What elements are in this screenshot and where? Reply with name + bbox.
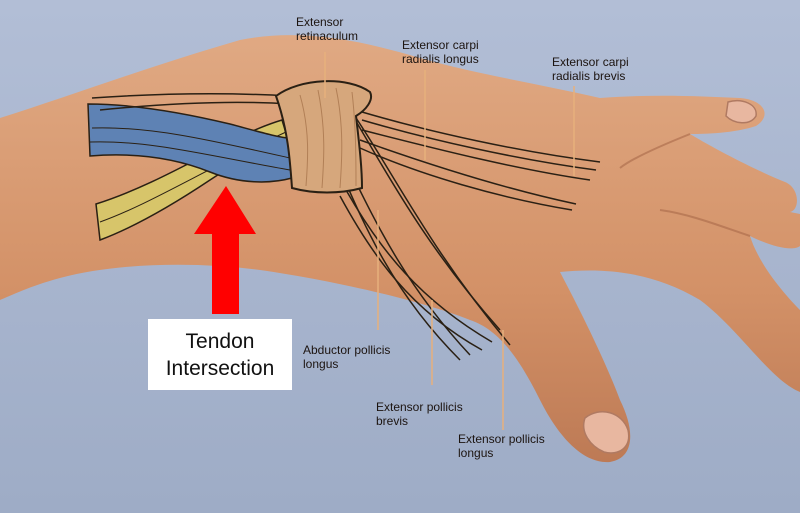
label-extensor-pollicis-longus: Extensor pollicis longus — [458, 432, 545, 460]
thumb-nail — [583, 411, 630, 454]
tendon-intersection-callout: Tendon Intersection — [148, 319, 292, 390]
label-extensor-pollicis-brevis: Extensor pollicis brevis — [376, 400, 463, 428]
upper-tendon-2 — [99, 101, 291, 111]
blue-tendon-fiber — [91, 127, 291, 159]
finger-crease — [619, 133, 691, 169]
blue-tendon-fiber-2 — [89, 141, 291, 171]
finger-nail — [725, 100, 757, 124]
leader-lines — [324, 52, 575, 430]
label-abductor-pollicis-longus: Abductor pollicis longus — [303, 343, 391, 371]
red-up-arrow — [194, 186, 256, 314]
label-extensor-carpi-radialis-longus: Extensor carpi radialis longus — [402, 38, 479, 66]
finger-crease-2 — [659, 209, 751, 237]
label-extensor-retinaculum: Extensor retinaculum — [296, 15, 359, 43]
upper-tendon-1 — [91, 93, 291, 99]
label-extensor-carpi-radialis-brevis: Extensor carpi radialis brevis — [552, 55, 629, 83]
retinaculum-texture — [299, 87, 357, 189]
extensor-tendons — [359, 111, 601, 211]
